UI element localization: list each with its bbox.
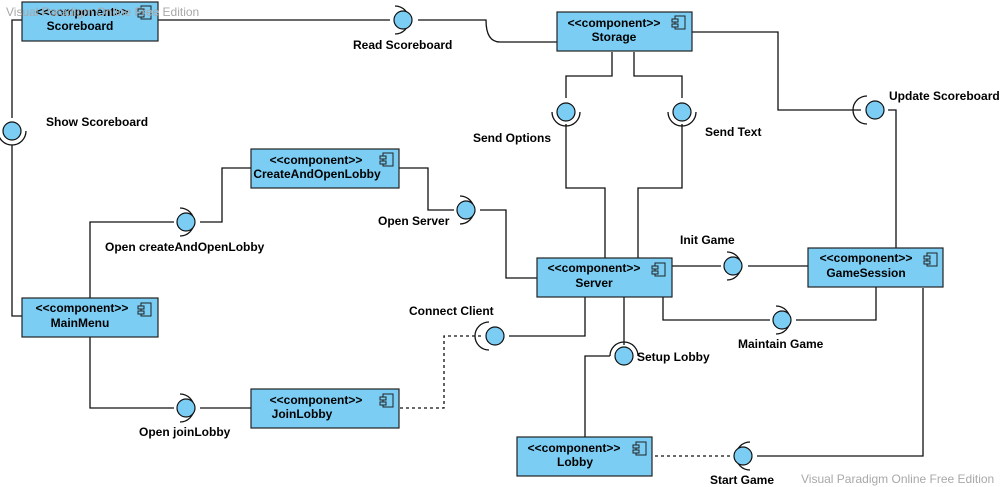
wire-update-gamesession (888, 109, 897, 248)
component-name: Lobby (557, 455, 593, 469)
component-name: Scoreboard (47, 19, 114, 33)
component-icon (923, 252, 938, 267)
interface-open-server[interactable]: Open Server (378, 195, 476, 228)
interface-label: Send Options (473, 131, 551, 145)
interface-send-text[interactable]: Send Text (667, 102, 761, 139)
interface-label: Update Scoreboard (889, 89, 1000, 103)
wire-setup-lobby (584, 355, 610, 437)
component-stereotype: <<component>> (548, 261, 641, 275)
watermark-bottom: Visual Paradigm Online Free Edition (801, 472, 994, 486)
component-create-and-open-lobby[interactable]: <<component>> CreateAndOpenLobby (250, 148, 400, 189)
wire-create-openserver (399, 167, 454, 211)
wire-create-openiface (200, 167, 251, 223)
wire-connect-joinlobby (399, 335, 481, 409)
component-name: MainMenu (51, 316, 110, 330)
component-name: Storage (592, 30, 637, 44)
wire-gamesession-start (757, 288, 924, 457)
component-stereotype: <<component>> (568, 16, 661, 30)
component-stereotype: <<component>> (270, 153, 363, 167)
interface-label: Open joinLobby (139, 425, 231, 439)
interface-label: Setup Lobby (637, 350, 710, 364)
component-icon (632, 441, 647, 456)
component-game-session[interactable]: <<component>> GameSession (807, 247, 944, 288)
wire-storage-sendtext (633, 52, 683, 98)
interface-label: Open Server (378, 214, 450, 228)
interface-label: Connect Client (409, 304, 494, 318)
watermark-top: Visual Paradigm Online Free Edition (6, 5, 199, 19)
interface-connect-client[interactable]: Connect Client (409, 304, 505, 351)
wire-show-mainmenu (11, 145, 22, 317)
connectors (11, 19, 924, 457)
interface-update-scoreboard[interactable]: Update Scoreboard (852, 89, 1000, 125)
component-icon (379, 393, 394, 408)
component-icon (379, 152, 394, 167)
component-stereotype: <<component>> (528, 441, 621, 455)
component-join-lobby[interactable]: <<component>> JoinLobby (250, 388, 400, 429)
component-stereotype: <<component>> (36, 5, 129, 19)
component-stereotype: <<component>> (820, 251, 913, 265)
component-stereotype: <<component>> (270, 393, 363, 407)
interface-label: Init Game (680, 233, 735, 247)
interface-maintain-game[interactable]: Maintain Game (738, 305, 824, 351)
wire-maintain-gamesession (796, 287, 877, 321)
component-icon (137, 5, 152, 20)
component-icon (651, 262, 666, 277)
interface-label: Read Scoreboard (353, 38, 452, 52)
wire-scoreboard-show (11, 19, 22, 118)
interface-init-game[interactable]: Init Game (680, 233, 743, 281)
interface-send-options[interactable]: Send Options (473, 102, 581, 145)
component-name: CreateAndOpenLobby (253, 167, 381, 181)
component-server[interactable]: <<component>> Server (536, 257, 673, 298)
component-stereotype: <<component>> (36, 301, 129, 315)
wire-server-connect (509, 297, 586, 337)
component-name: Server (575, 276, 613, 290)
interface-show-scoreboard[interactable]: Show Scoreboard (0, 115, 148, 146)
component-name: JoinLobby (272, 407, 333, 421)
interface-label: Send Text (705, 125, 761, 139)
wire-openserver-server (480, 209, 537, 279)
component-storage[interactable]: <<component>> Storage (556, 11, 693, 52)
wire-storage-sendoptions (565, 52, 613, 98)
interface-setup-lobby[interactable]: Setup Lobby (609, 341, 710, 366)
component-name: GameSession (826, 266, 905, 280)
component-icon (671, 15, 686, 30)
wire-sendtext-server (637, 124, 683, 258)
wire-sendoptions-server (565, 124, 606, 258)
component-scoreboard[interactable]: <<component>> Scoreboard (21, 1, 159, 42)
component-icon (137, 302, 152, 317)
interface-open-create-and-open-lobby[interactable]: Open createAndOpenLobby (105, 207, 265, 254)
interface-label: Start Game (710, 473, 774, 487)
interface-open-join-lobby[interactable]: Open joinLobby (139, 393, 231, 439)
component-main-menu[interactable]: <<component>> MainMenu (21, 297, 159, 338)
wire-openiface-mainmenu (89, 221, 174, 298)
component-lobby[interactable]: <<component>> Lobby (516, 436, 653, 477)
wire-mainmenu-openjoin (89, 337, 174, 409)
interface-label: Open createAndOpenLobby (105, 240, 265, 254)
interface-label: Maintain Game (738, 337, 824, 351)
interface-label: Show Scoreboard (46, 115, 148, 129)
wire-storage-update (692, 31, 861, 111)
wire-server-maintain (662, 297, 770, 321)
wire-read-storage (418, 19, 557, 43)
interface-start-game[interactable]: Start Game (710, 441, 774, 487)
interface-read-scoreboard[interactable]: Read Scoreboard (353, 5, 452, 52)
